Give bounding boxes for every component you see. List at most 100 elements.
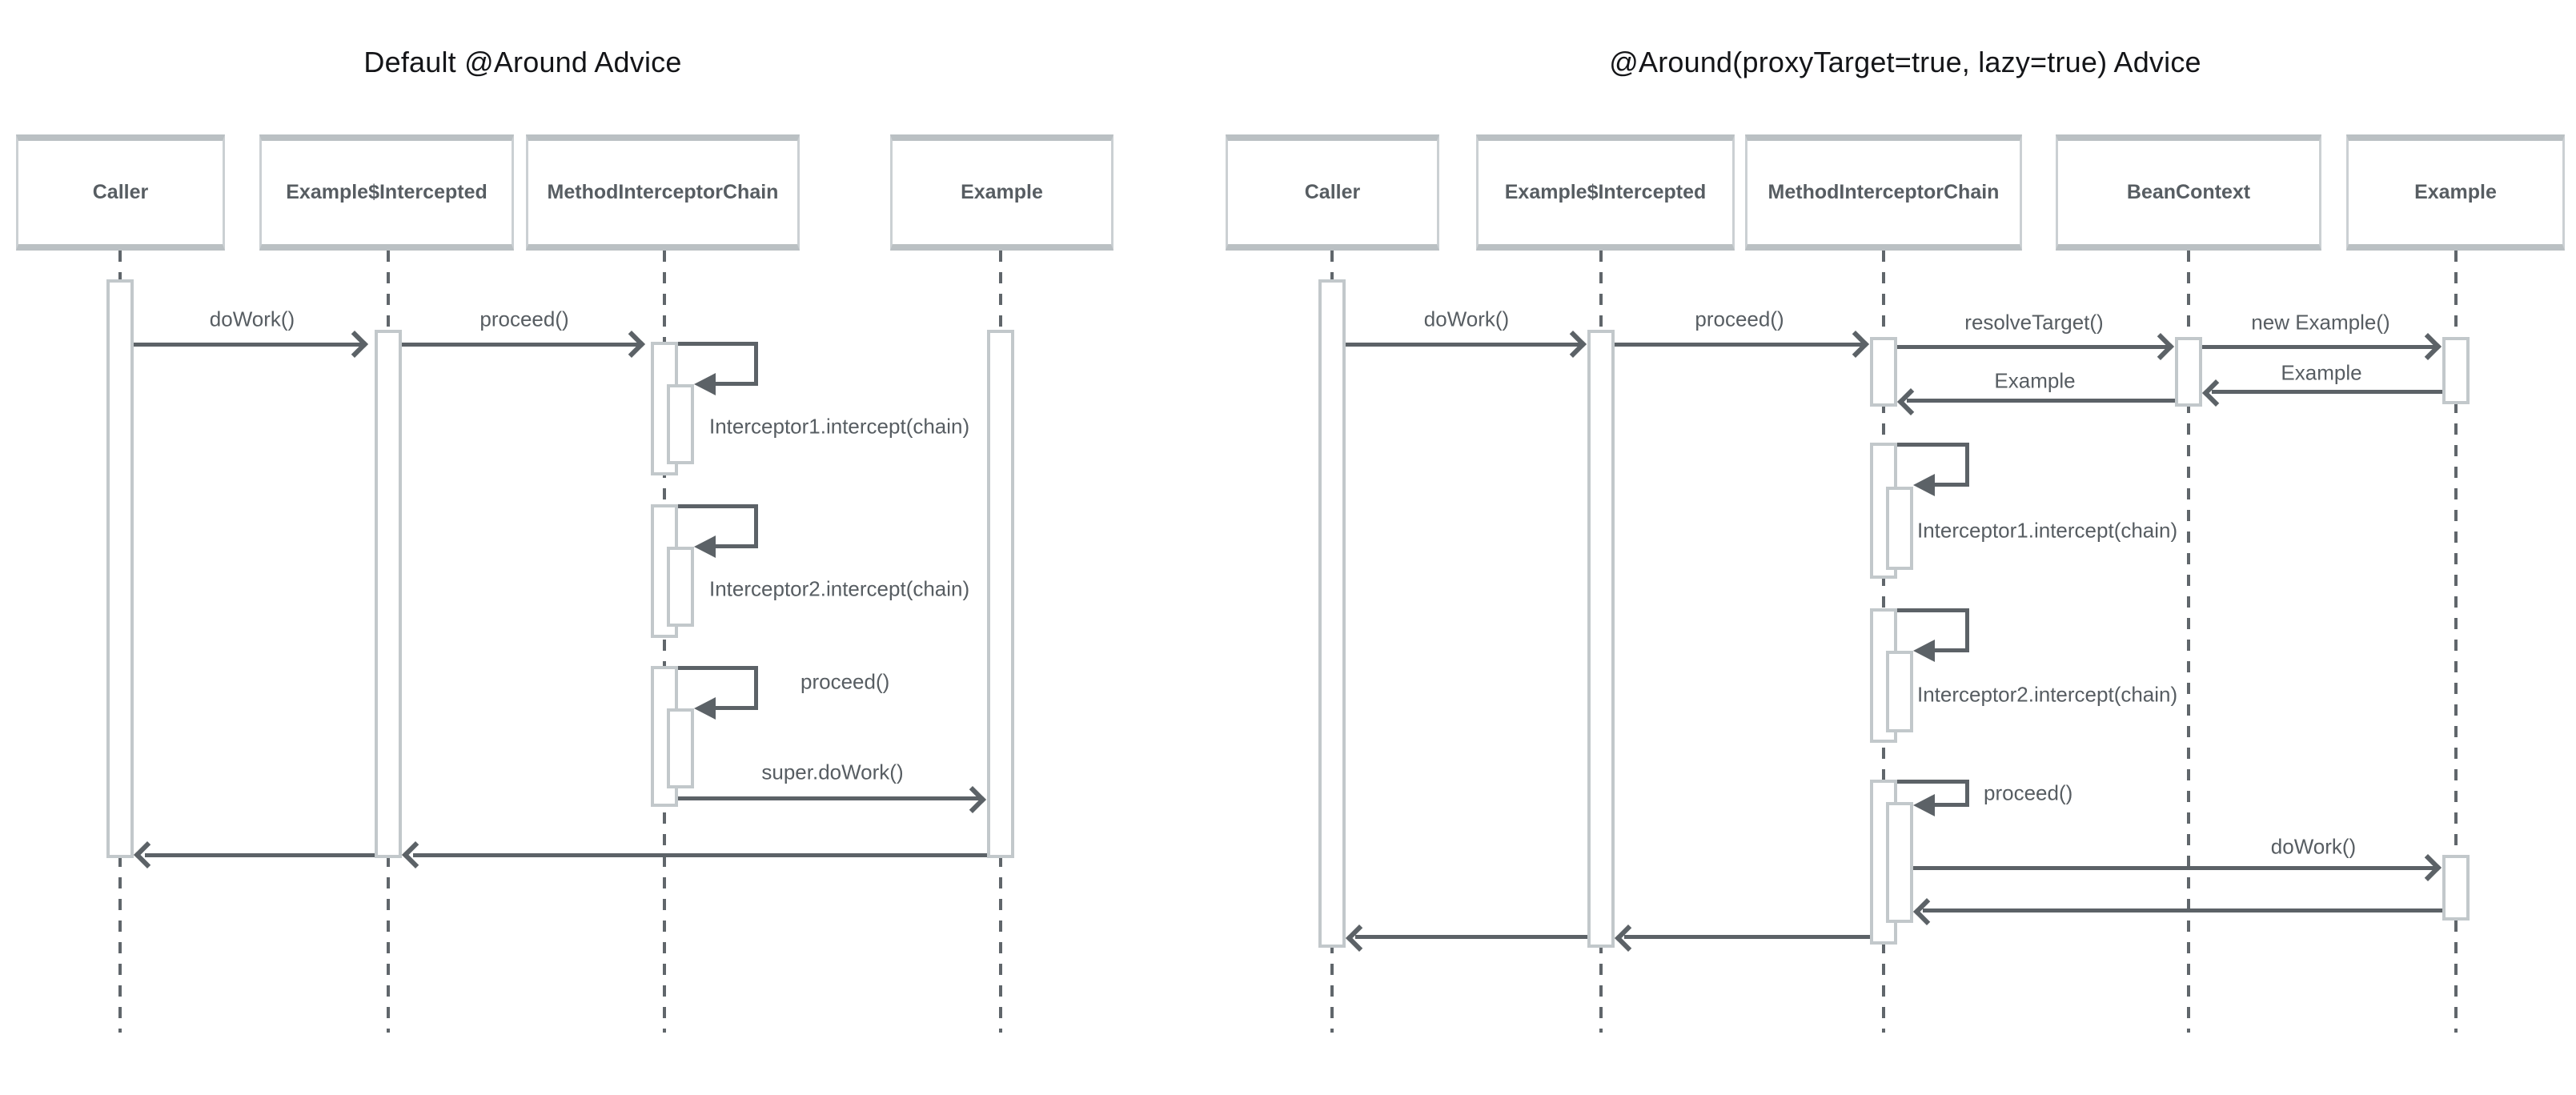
right-message-dowork-arrow xyxy=(1346,343,1583,347)
left-message-super-dowork-arrow xyxy=(678,796,983,800)
right-return-example-to-beancontext-arrow xyxy=(2212,390,2442,394)
left-selfcall1-return-line xyxy=(716,382,758,386)
right-lifeline-example xyxy=(2454,251,2458,1033)
right-arrowhead-return-chain xyxy=(1897,388,1924,415)
left-selfcall2-label: Interceptor2.intercept(chain) xyxy=(709,576,970,601)
left-arrowhead-dowork xyxy=(341,331,368,358)
right-selfcall1-return-line xyxy=(1935,483,1969,487)
left-message-proceed-label: proceed() xyxy=(479,307,569,331)
right-arrowhead-dowork xyxy=(1559,331,1587,358)
left-selfcall2-loop xyxy=(678,504,758,548)
left-selfcall3-return-line xyxy=(716,706,758,710)
left-activation-chain-call1-nested xyxy=(667,384,694,464)
left-arrowhead-super-dowork xyxy=(959,786,986,813)
right-arrowhead-dowork-target xyxy=(2414,854,2442,881)
right-participant-box-beancontext: BeanContext xyxy=(2056,134,2321,251)
right-activation-example-construct xyxy=(2442,337,2470,404)
right-return-example-to-chain-arrow xyxy=(1923,908,2442,912)
left-lifeline-methodinterceptorchain xyxy=(663,251,666,1033)
right-activation-example-dowork xyxy=(2442,855,2470,921)
left-arrowhead-selfcall1 xyxy=(694,373,716,395)
right-message-resolve-target-arrow xyxy=(1897,345,2170,349)
right-activation-chain-resolve xyxy=(1870,337,1897,407)
right-arrowhead-proceed xyxy=(1842,331,1869,358)
left-message-proceed-arrow xyxy=(402,343,642,347)
left-participant-label-example: Example xyxy=(961,181,1043,203)
left-selfcall1-label: Interceptor1.intercept(chain) xyxy=(709,414,970,439)
left-message-super-dowork-label: super.doWork() xyxy=(761,760,904,784)
right-return-beancontext-to-chain-label: Example xyxy=(1994,368,2076,393)
right-selfcall1-label: Interceptor1.intercept(chain) xyxy=(1917,518,2178,543)
right-message-new-example-arrow xyxy=(2202,345,2438,349)
right-message-dowork-target-label: doWork() xyxy=(2270,834,2357,859)
right-message-proceed-arrow xyxy=(1615,343,1865,347)
left-participant-box-example: Example xyxy=(890,134,1113,251)
right-return-chain-to-intercepted-arrow xyxy=(1624,935,1870,939)
left-activation-caller xyxy=(106,279,134,858)
right-participant-label-example: Example xyxy=(2414,181,2497,203)
right-participant-label-beancontext: BeanContext xyxy=(2126,181,2251,203)
left-activation-chain-call2-nested xyxy=(667,547,694,627)
right-participant-label-example-intercepted: Example$Intercepted xyxy=(1504,181,1707,203)
left-arrowhead-return2 xyxy=(134,841,161,868)
right-selfcall2-label: Interceptor2.intercept(chain) xyxy=(1917,682,2178,707)
right-lifeline-beancontext xyxy=(2187,251,2190,1033)
left-arrowhead-selfcall3 xyxy=(694,697,716,720)
left-selfcall3-label: proceed() xyxy=(800,669,890,694)
left-arrowhead-selfcall2 xyxy=(694,535,716,558)
right-activation-chain-call2-nested xyxy=(1886,651,1913,732)
left-selfcall1-loop xyxy=(678,342,758,386)
right-selfcall1-loop xyxy=(1897,443,1969,487)
right-activation-beancontext xyxy=(2175,337,2202,407)
right-arrowhead-return-intercepted xyxy=(1615,925,1642,952)
left-selfcall2-return-line xyxy=(716,544,758,548)
left-message-dowork-label: doWork() xyxy=(209,307,295,331)
left-activation-example xyxy=(987,330,1014,858)
left-return-intercepted-to-caller-arrow xyxy=(145,853,375,857)
right-selfcall3-label: proceed() xyxy=(1984,780,2073,805)
right-selfcall2-loop xyxy=(1897,608,1969,652)
right-arrowhead-return-caller xyxy=(1346,925,1373,952)
left-activation-chain-call3-nested xyxy=(667,708,694,788)
right-message-resolve-target-label: resolveTarget() xyxy=(1964,310,2104,335)
right-return-beancontext-to-chain-arrow xyxy=(1907,399,2175,403)
right-message-dowork-target-arrow xyxy=(1913,866,2438,870)
right-arrowhead-selfcall1 xyxy=(1913,474,1935,496)
left-arrowhead-return1 xyxy=(402,841,429,868)
right-participant-box-example-intercepted: Example$Intercepted xyxy=(1476,134,1735,251)
right-activation-chain-call1-nested xyxy=(1886,487,1913,570)
right-message-new-example-label: new Example() xyxy=(2251,310,2390,335)
left-participant-label-methodinterceptorchain: MethodInterceptorChain xyxy=(547,181,779,203)
right-activation-caller xyxy=(1318,279,1346,948)
right-activation-chain-call3-nested xyxy=(1886,802,1913,923)
left-participant-label-caller: Caller xyxy=(92,181,149,203)
right-arrowhead-new-example xyxy=(2414,333,2442,360)
right-participant-box-caller: Caller xyxy=(1226,134,1439,251)
right-activation-example-intercepted xyxy=(1587,330,1615,948)
right-participant-label-caller: Caller xyxy=(1304,181,1361,203)
right-return-intercepted-to-caller-arrow xyxy=(1355,935,1587,939)
right-participant-box-methodinterceptorchain: MethodInterceptorChain xyxy=(1745,134,2022,251)
right-participant-label-methodinterceptorchain: MethodInterceptorChain xyxy=(1767,181,2000,203)
right-arrowhead-selfcall2 xyxy=(1913,640,1935,662)
left-return-example-to-intercepted-arrow xyxy=(413,853,987,857)
right-arrowhead-return-dowork xyxy=(1913,898,1940,925)
right-return-example-to-beancontext-label: Example xyxy=(2281,360,2362,385)
right-selfcall3-return-line xyxy=(1935,803,1969,807)
left-participant-box-example-intercepted: Example$Intercepted xyxy=(259,134,514,251)
right-participant-box-example: Example xyxy=(2346,134,2565,251)
left-diagram-title: Default @Around Advice xyxy=(363,46,682,78)
left-message-dowork-arrow xyxy=(134,343,365,347)
right-message-dowork-label: doWork() xyxy=(1423,307,1510,331)
right-message-proceed-label: proceed() xyxy=(1695,307,1784,331)
right-arrowhead-selfcall3 xyxy=(1913,794,1935,816)
left-participant-box-methodinterceptorchain: MethodInterceptorChain xyxy=(526,134,800,251)
left-activation-example-intercepted xyxy=(375,330,402,858)
right-arrowhead-resolve-target xyxy=(2147,333,2174,360)
right-arrowhead-return-beancontext xyxy=(2202,379,2229,407)
left-participant-label-example-intercepted: Example$Intercepted xyxy=(286,181,488,203)
left-selfcall3-loop xyxy=(678,666,758,710)
right-selfcall2-return-line xyxy=(1935,648,1969,652)
right-selfcall3-loop xyxy=(1897,780,1969,807)
